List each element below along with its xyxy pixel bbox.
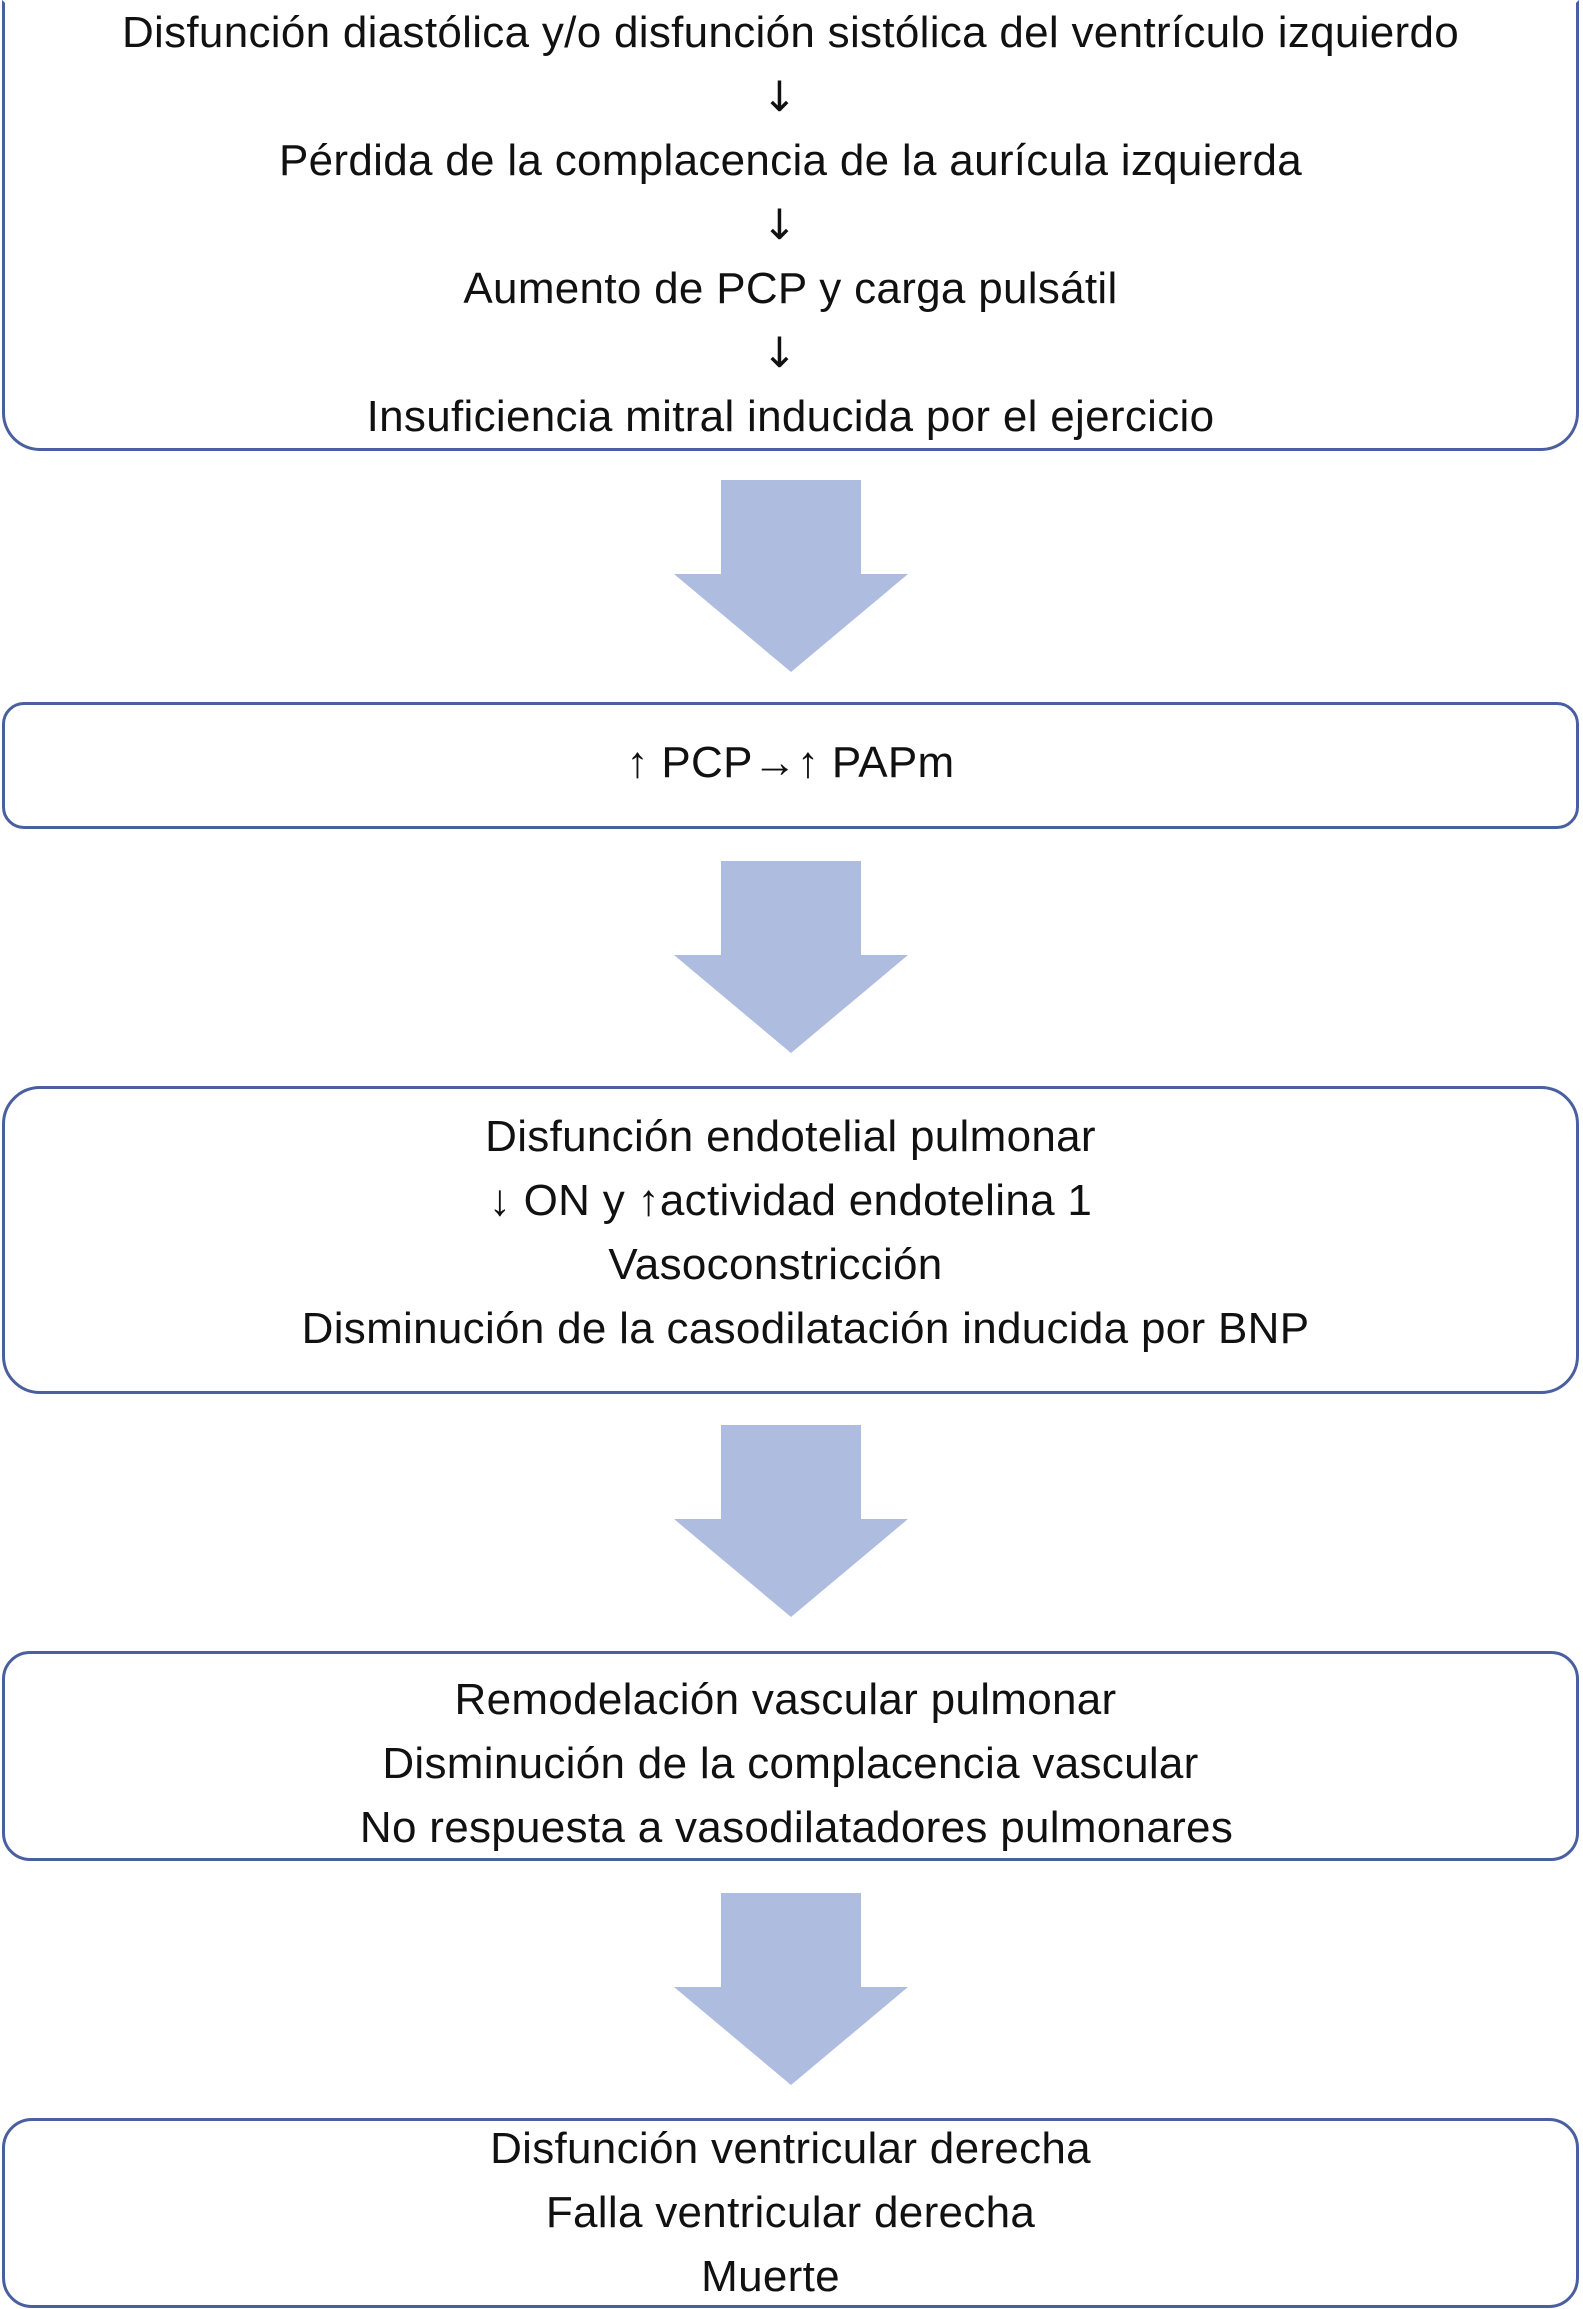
box5-line-2: Falla ventricular derecha — [545, 2188, 1036, 2237]
box5-line-1: Disfunción ventricular derecha — [490, 2124, 1091, 2173]
down-arrow-icon: ↓ — [761, 328, 798, 377]
flow-down-arrow-icon — [674, 480, 908, 672]
box2-line-1: ↑ PCP→↑ PAPm — [626, 738, 955, 787]
box3-line-3: Vasoconstricción — [608, 1240, 943, 1289]
flow-down-arrow-icon — [674, 1893, 908, 2085]
box4-line-2: Disminución de la complacencia vascular — [382, 1739, 1199, 1788]
flow-box-2: ↑ PCP→↑ PAPm — [2, 702, 1579, 829]
box1-line-1: Disfunción diastólica y/o disfunción sis… — [121, 8, 1460, 57]
flow-box-4: Remodelación vascular pulmonar Disminuci… — [2, 1651, 1579, 1861]
down-arrow-icon: ↓ — [761, 200, 798, 249]
flow-down-arrow-icon — [674, 861, 908, 1053]
box1-line-3: Aumento de PCP y carga pulsátil — [463, 264, 1118, 313]
flow-down-arrow-icon — [674, 1425, 908, 1617]
box4-line-1: Remodelación vascular pulmonar — [454, 1675, 1117, 1724]
flow-box-1: Disfunción diastólica y/o disfunción sis… — [2, 0, 1579, 451]
box1-line-2: Pérdida de la complacencia de la aurícul… — [278, 136, 1303, 185]
box5-line-3: Muerte — [701, 2252, 840, 2301]
down-arrow-icon: ↓ — [761, 72, 798, 121]
box1-line-4: Insuficiencia mitral inducida por el eje… — [366, 392, 1215, 441]
box4-line-3: No respuesta a vasodilatadores pulmonare… — [359, 1803, 1234, 1852]
box3-line-1: Disfunción endotelial pulmonar — [485, 1112, 1096, 1161]
box3-line-2: ↓ ON y ↑actividad endotelina 1 — [488, 1176, 1093, 1225]
flow-box-5: Disfunción ventricular derecha Falla ven… — [2, 2118, 1579, 2308]
box3-line-4: Disminución de la casodilatación inducid… — [301, 1304, 1310, 1353]
flow-box-3: Disfunción endotelial pulmonar ↓ ON y ↑a… — [2, 1086, 1579, 1394]
